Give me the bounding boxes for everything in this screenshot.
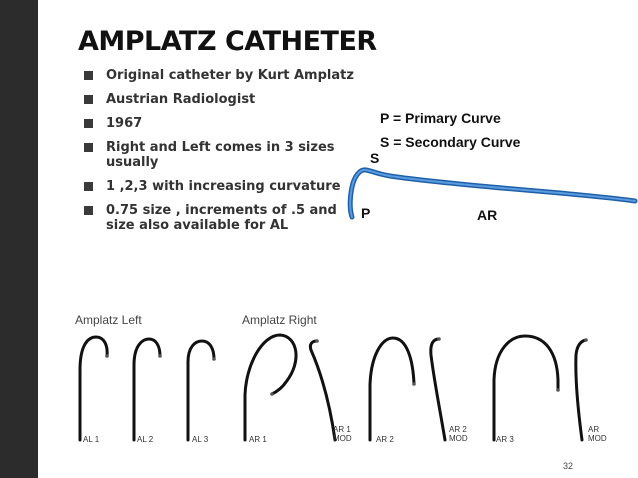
square-bullet-icon xyxy=(84,119,93,128)
bullet-item: Right and Left comes in 3 sizes usually xyxy=(84,140,354,170)
bullet-item: Austrian Radiologist xyxy=(84,92,354,107)
square-bullet-icon xyxy=(84,143,93,152)
square-bullet-icon xyxy=(84,71,93,80)
ar2-catheter xyxy=(368,336,416,442)
square-bullet-icon xyxy=(84,95,93,104)
legend-secondary-curve: S = Secondary Curve xyxy=(380,134,521,150)
left-accent-bar xyxy=(0,0,38,478)
primary-curve-label: P xyxy=(361,205,371,221)
bullet-item: Original catheter by Kurt Amplatz xyxy=(84,68,354,83)
square-bullet-icon xyxy=(84,206,93,215)
ar2mod-catheter xyxy=(429,337,447,442)
armod-catheter xyxy=(574,338,588,442)
al1-catheter xyxy=(78,335,109,442)
bullet-list: Original catheter by Kurt Amplatz Austri… xyxy=(84,68,354,242)
amplatz-right-title: Amplatz Right xyxy=(242,313,317,327)
bullet-item: 0.75 size , increments of .5 and size al… xyxy=(84,203,354,233)
slide-title: AMPLATZ CATHETER xyxy=(78,26,377,57)
al3-label: AL 3 xyxy=(192,435,209,444)
ar3-catheter xyxy=(492,334,560,442)
armod-label: AR MOD xyxy=(588,425,607,443)
square-bullet-icon xyxy=(84,182,93,191)
al2-label: AL 2 xyxy=(137,435,154,444)
ar1mod-catheter xyxy=(308,339,337,442)
ar2-label: AR 2 xyxy=(376,435,394,444)
ar1-catheter xyxy=(243,333,298,442)
ar3-label: AR 3 xyxy=(496,435,514,444)
ar1mod-label: AR 1 MOD xyxy=(333,425,352,443)
secondary-curve-label: S xyxy=(370,150,380,166)
al3-catheter xyxy=(186,339,216,442)
bullet-item: 1967 xyxy=(84,116,354,131)
legend-primary-curve: P = Primary Curve xyxy=(380,110,501,126)
al2-catheter xyxy=(132,337,162,442)
ar2mod-label: AR 2 MOD xyxy=(449,425,468,443)
ar-catheter-label: AR xyxy=(477,207,498,223)
amplatz-left-title: Amplatz Left xyxy=(75,313,142,327)
al1-label: AL 1 xyxy=(83,435,100,444)
bullet-item: 1 ,2,3 with increasing curvature xyxy=(84,179,354,194)
ar1-label: AR 1 xyxy=(249,435,267,444)
page-number: 32 xyxy=(563,461,574,471)
